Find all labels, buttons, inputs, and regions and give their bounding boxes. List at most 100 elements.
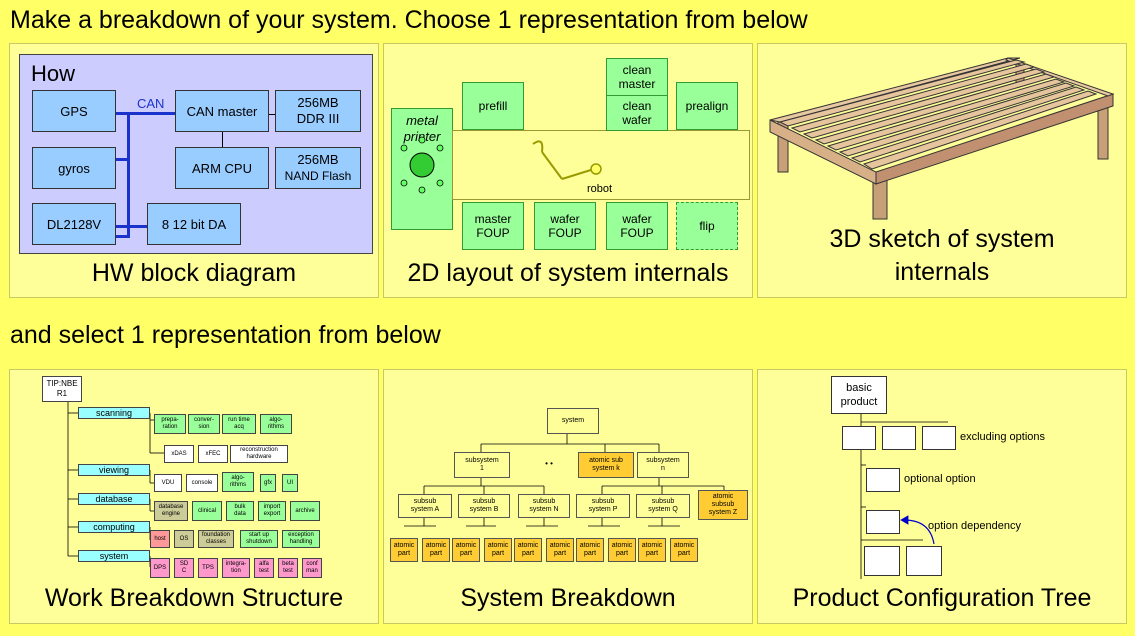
- pct-basic-product[interactable]: basic product: [831, 376, 887, 414]
- master-foup-line-1: master: [474, 212, 512, 226]
- wbs-algorithms[interactable]: algo-rithms: [260, 414, 292, 434]
- ddr-block[interactable]: 256MB DDR III: [275, 90, 361, 132]
- wbs-xfec[interactable]: xFEC: [198, 445, 228, 463]
- wbs-ui[interactable]: UI: [282, 474, 298, 492]
- master-foup-block[interactable]: master FOUP: [462, 202, 524, 250]
- wbs-dps[interactable]: DPS: [150, 558, 170, 578]
- wbs-conversion[interactable]: conver-sion: [188, 414, 220, 434]
- dl2128v-block[interactable]: DL2128V: [32, 203, 116, 245]
- wbs-console[interactable]: console: [186, 474, 218, 492]
- pct-exclusive-option-1[interactable]: [842, 426, 876, 450]
- caption-layout: 2D layout of system internals: [407, 259, 729, 287]
- wbs-cat-system[interactable]: system: [78, 550, 150, 562]
- wbs-cat-database[interactable]: database: [78, 493, 150, 505]
- sys-part-line-2: part: [397, 550, 411, 557]
- wbs-conv-1: conver-: [193, 417, 214, 423]
- da-block[interactable]: 8 12 bit DA: [147, 203, 241, 245]
- pct-exclusive-option-2[interactable]: [882, 426, 916, 450]
- panel-hw-block-diagram[interactable]: How CAN GPS gyros DL2128V CAN master ARM…: [9, 43, 379, 298]
- wafer-foup-a-block[interactable]: wafer FOUP: [534, 202, 596, 250]
- pct-dependent-option[interactable]: [866, 510, 900, 534]
- wbs-host[interactable]: host: [150, 530, 170, 548]
- nand-block[interactable]: 256MB NAND Flash: [275, 147, 361, 189]
- panel-3d-sketch[interactable]: 3D sketch of system internals: [757, 43, 1127, 298]
- wbs-dbe-2: engine: [161, 511, 181, 517]
- prealign-block[interactable]: prealign: [676, 82, 738, 130]
- sys-system[interactable]: system: [547, 408, 599, 434]
- pct-optional-option[interactable]: [866, 468, 900, 492]
- wbs-integration[interactable]: integra-tion: [222, 558, 250, 578]
- pct-sub-option-1[interactable]: [864, 546, 900, 576]
- wbs-root[interactable]: TIP:NBE R1: [42, 376, 82, 402]
- wbs-view-algorithms[interactable]: algo-rithms: [222, 472, 254, 492]
- layout-drawing: [400, 136, 602, 194]
- sys-part-line-1: atomic: [611, 542, 633, 549]
- sys-ssb-line-2: system B: [469, 506, 499, 513]
- wbs-tps[interactable]: TPS: [198, 558, 218, 578]
- gyros-block[interactable]: gyros: [32, 147, 116, 189]
- wbs-valgo-2: rithms: [229, 482, 247, 488]
- panel-product-config-tree[interactable]: basic product excluding options optional…: [757, 369, 1127, 624]
- wbs-cat-scanning[interactable]: scanning: [78, 407, 150, 419]
- wbs-clinical[interactable]: clinical: [192, 501, 222, 521]
- pct-sub-option-2[interactable]: [906, 546, 942, 576]
- flip-block[interactable]: flip: [676, 202, 738, 250]
- wbs-cat-viewing[interactable]: viewing: [78, 464, 150, 476]
- sys-part-line-2: part: [491, 550, 505, 557]
- wbs-cat-computing[interactable]: computing: [78, 521, 150, 533]
- prefill-block[interactable]: prefill: [462, 82, 524, 130]
- wbs-vdu[interactable]: VDU: [154, 474, 182, 492]
- arm-cpu-block[interactable]: ARM CPU: [175, 147, 269, 189]
- wbs-prep-1: prepa-: [161, 417, 179, 423]
- wbs-archive[interactable]: archive: [290, 501, 320, 521]
- robot-area[interactable]: [452, 130, 750, 200]
- wbs-exc-2: handling: [289, 539, 313, 545]
- panel-2d-layout[interactable]: metal printer robot prefill clean master…: [383, 43, 753, 298]
- clean-wafer-block[interactable]: clean wafer: [606, 95, 668, 131]
- wbs-os[interactable]: OS: [174, 530, 194, 548]
- clean-master-block[interactable]: clean master: [606, 58, 668, 96]
- wafer-foup-a-line-2: FOUP: [548, 226, 582, 240]
- panel-wbs[interactable]: TIP:NBE R1 scanning viewing database com…: [9, 369, 379, 624]
- wbs-xdas[interactable]: xDAS: [164, 445, 194, 463]
- wbs-preparation[interactable]: prepa-ration: [154, 414, 186, 434]
- can-master-block[interactable]: CAN master: [175, 90, 269, 132]
- wafer-foup-b-block[interactable]: wafer FOUP: [606, 202, 668, 250]
- wbs-import-2: export: [263, 511, 281, 517]
- gps-block[interactable]: GPS: [32, 90, 116, 132]
- pct-exclusive-option-3[interactable]: [922, 426, 956, 450]
- wbs-gfx[interactable]: gfx: [260, 474, 276, 492]
